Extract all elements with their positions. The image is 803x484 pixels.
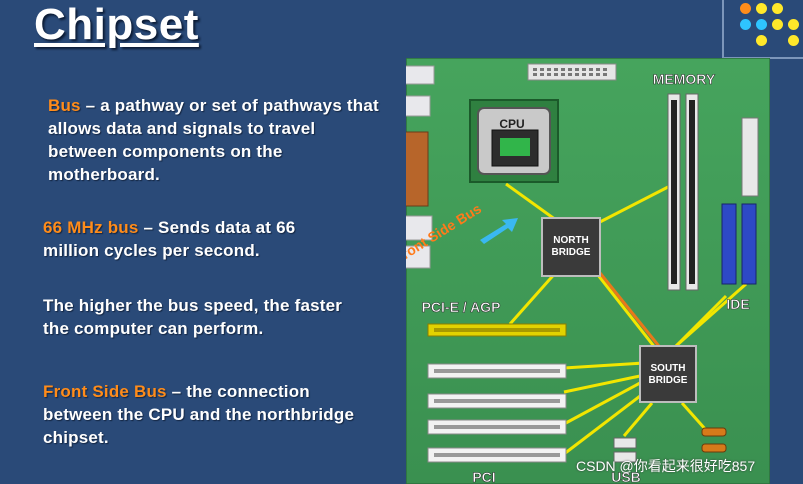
paragraph-66mhz-text: – Sends data at 66 million cycles per se…	[43, 218, 296, 260]
misc-connectors	[701, 427, 727, 453]
top-header-connector	[527, 63, 617, 81]
paragraph-66mhz: 66 MHz bus – Sends data at 66 million cy…	[43, 216, 343, 262]
ide-connectors	[721, 117, 759, 285]
term-bus: Bus	[48, 96, 81, 115]
memory-label: MEMORY	[653, 71, 716, 87]
motherboard-diagram: CPU MEMORY IDE NORTH BRIDGE Front Side B…	[406, 58, 770, 484]
term-front-side-bus: Front Side Bus	[43, 382, 167, 401]
south-bridge-label-2: BRIDGE	[649, 375, 688, 386]
cpu-socket: CPU	[469, 99, 559, 183]
pci-label: PCI	[472, 469, 495, 484]
pcie-slot	[427, 323, 567, 337]
pci-slots	[427, 363, 567, 463]
ide-label: IDE	[726, 296, 749, 312]
north-bridge-label-1: NORTH	[553, 235, 589, 246]
usb-ports	[613, 437, 637, 463]
fsb-arrow	[480, 218, 518, 244]
decorative-dot-grid	[740, 3, 800, 51]
south-bridge-label-1: SOUTH	[651, 363, 686, 374]
paragraph-bus: Bus – a pathway or set of pathways that …	[48, 94, 388, 186]
paragraph-bus-speed-text: The higher the bus speed, the faster the…	[43, 296, 343, 338]
north-bridge-label-2: BRIDGE	[552, 247, 591, 258]
paragraph-fsb-text: – the connection between the CPU and the…	[43, 382, 355, 447]
decorative-vertical-rule	[722, 0, 724, 58]
bridge-link	[594, 267, 664, 351]
paragraph-bus-text: – a pathway or set of pathways that allo…	[48, 96, 379, 184]
rear-io-connectors	[406, 65, 435, 269]
south-bridge-chip: SOUTH BRIDGE	[639, 345, 697, 403]
csdn-watermark: CSDN @你看起来很好吃857	[576, 458, 756, 474]
memory-slots	[667, 93, 699, 291]
cpu-label: CPU	[499, 117, 524, 131]
usb-label: USB	[611, 469, 641, 484]
pcie-agp-label: PCI-E / AGP	[422, 299, 501, 315]
north-bridge-chip: NORTH BRIDGE	[541, 217, 601, 277]
term-66mhz: 66 MHz bus	[43, 218, 139, 237]
paragraph-bus-speed: The higher the bus speed, the faster the…	[43, 294, 363, 340]
paragraph-front-side-bus: Front Side Bus – the connection between …	[43, 380, 363, 449]
slide-title: Chipset	[34, 0, 199, 49]
